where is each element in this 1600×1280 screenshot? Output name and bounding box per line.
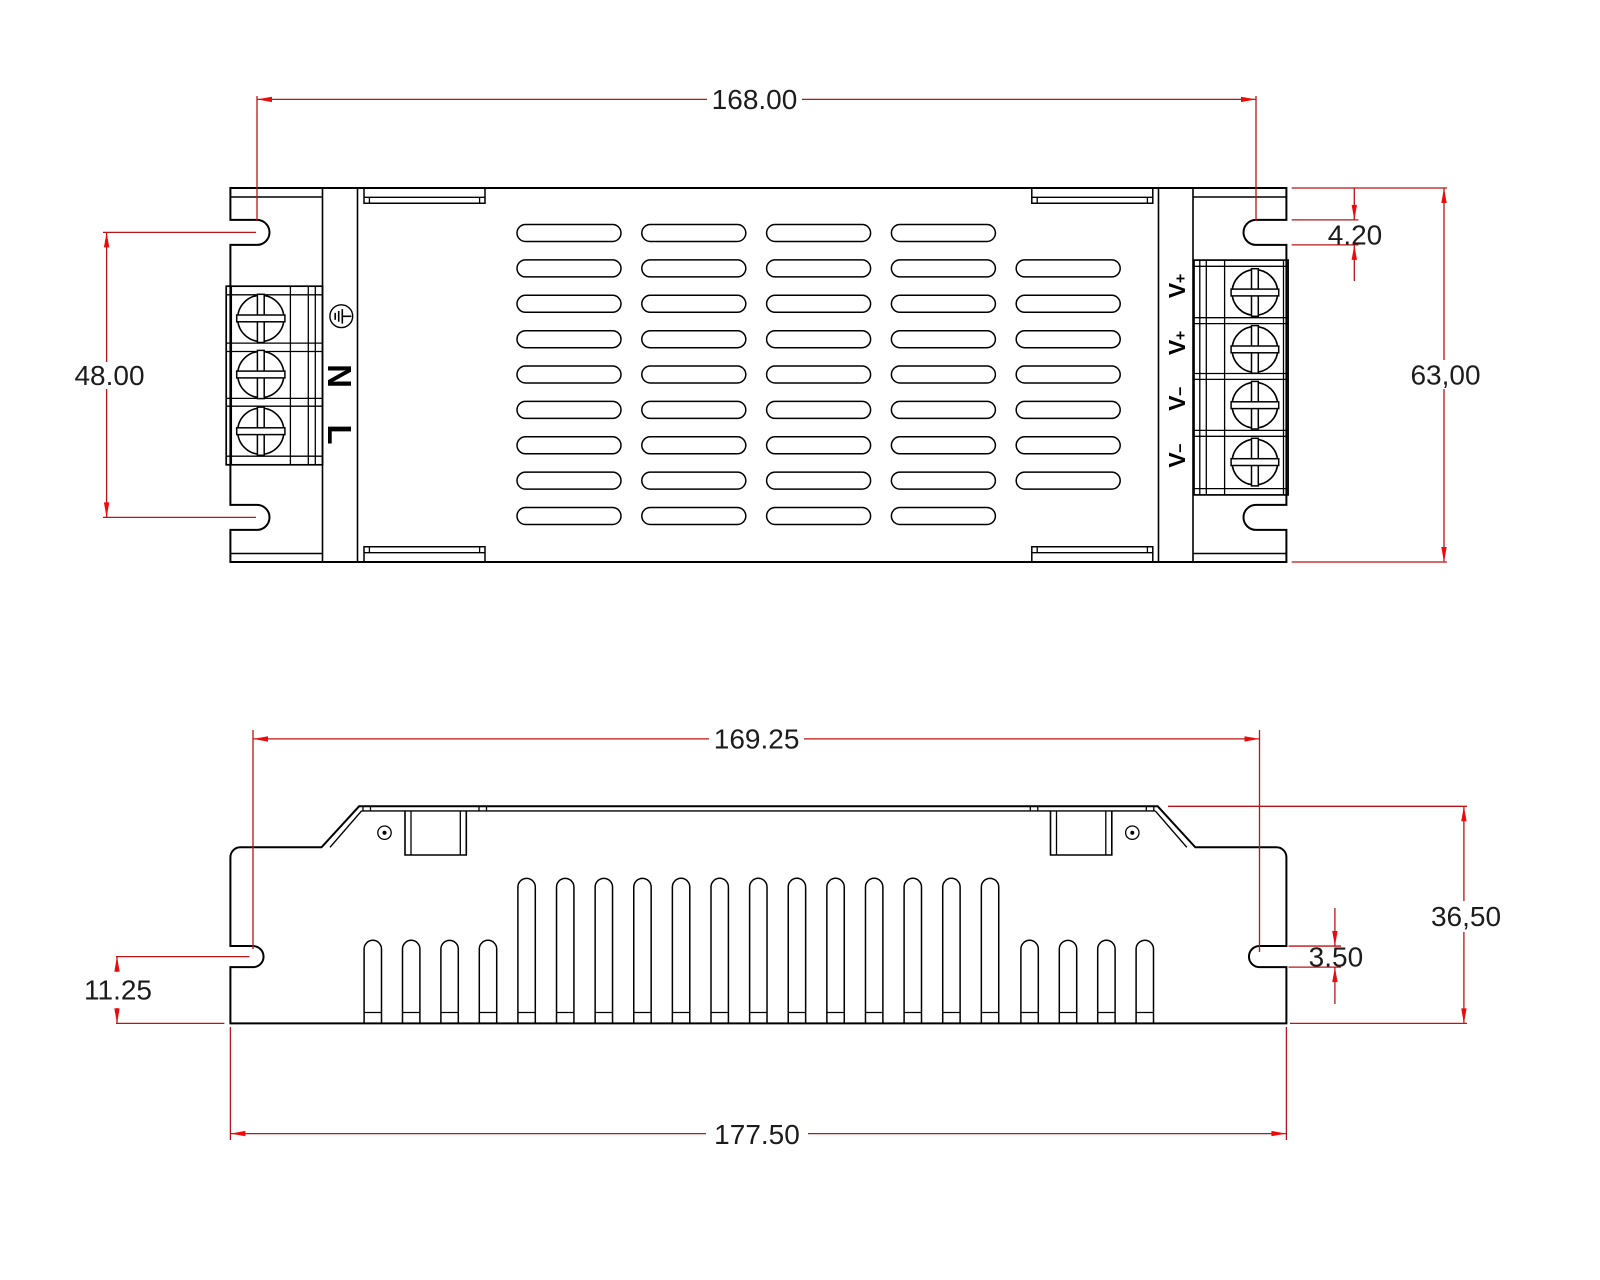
svg-text:−: − (1172, 443, 1189, 452)
svg-text:4.20: 4.20 (1328, 220, 1383, 251)
svg-text:48.00: 48.00 (74, 360, 144, 391)
svg-text:169.25: 169.25 (714, 724, 800, 755)
svg-text:3.50: 3.50 (1309, 941, 1364, 972)
svg-text:168.00: 168.00 (712, 84, 798, 115)
svg-text:V: V (1164, 452, 1190, 468)
svg-text:N: N (321, 364, 358, 388)
svg-text:11.25: 11.25 (84, 975, 152, 1006)
svg-text:V: V (1164, 282, 1190, 298)
svg-text:36,50: 36,50 (1431, 901, 1501, 932)
svg-text:+: + (1172, 274, 1189, 283)
svg-text:L: L (321, 424, 358, 444)
svg-text:+: + (1172, 331, 1189, 340)
svg-text:V: V (1164, 395, 1190, 411)
svg-text:−: − (1172, 387, 1189, 396)
svg-text:V: V (1164, 339, 1190, 355)
svg-text:63,00: 63,00 (1410, 360, 1480, 391)
svg-text:177.50: 177.50 (714, 1119, 800, 1150)
